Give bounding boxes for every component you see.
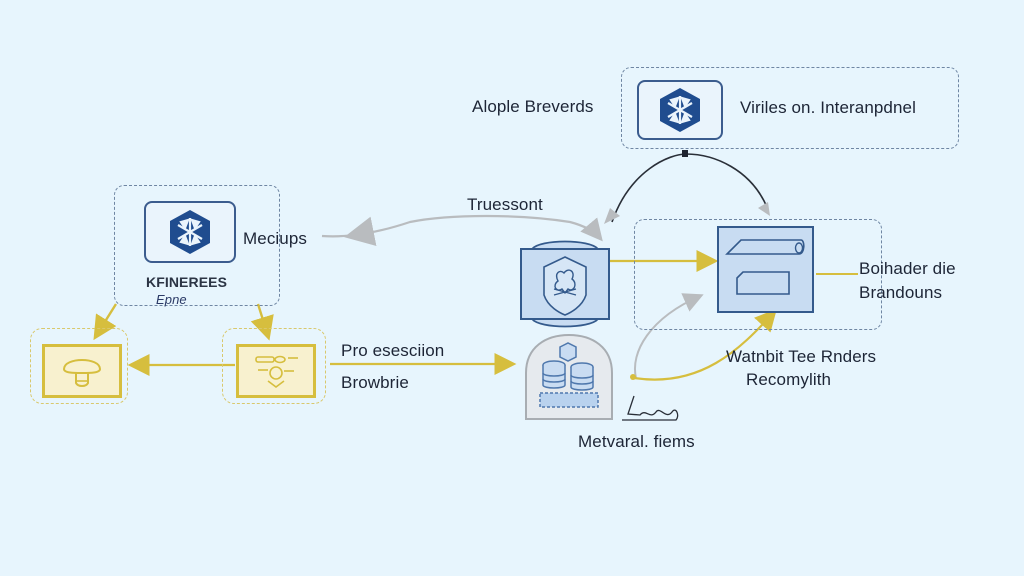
curve-node-dot xyxy=(630,374,636,380)
top-group-label: Viriles on. Interanpdnel xyxy=(740,98,916,117)
form-person-icon xyxy=(255,355,298,388)
mushroom-node[interactable] xyxy=(42,344,122,398)
shield-icon xyxy=(543,256,587,316)
form-node-group[interactable] xyxy=(222,328,326,404)
shield-node-shape xyxy=(520,240,610,328)
browser-window-icon xyxy=(725,239,805,295)
scribble-mark xyxy=(622,395,679,421)
connector-left-group-to-form xyxy=(250,303,274,341)
arc-tick xyxy=(682,150,688,157)
database-cluster-icon xyxy=(539,342,599,408)
top-logo-box[interactable] xyxy=(637,80,723,140)
left-group-subcaption: Epne xyxy=(156,292,187,307)
hexagon-network-icon xyxy=(170,210,210,254)
connector-yellow-curve xyxy=(633,308,777,381)
browse-label: Browbrie xyxy=(341,373,409,392)
bottom-right-label-2: Recomylith xyxy=(746,370,832,389)
arc-arrow-left xyxy=(604,208,620,224)
left-logo-box[interactable] xyxy=(144,201,236,263)
connector-left-group-to-mushroom xyxy=(93,303,118,341)
trust-label: Truessont xyxy=(467,195,543,214)
connector-arrow-back xyxy=(344,216,377,247)
shield-node[interactable] xyxy=(520,235,610,333)
left-group-caption: KFINEREES xyxy=(146,274,228,290)
browser-window-node[interactable] xyxy=(717,226,814,313)
database-node[interactable] xyxy=(524,333,614,421)
arc-arrow-right xyxy=(758,202,770,216)
form-node[interactable] xyxy=(236,344,316,398)
mushroom-icon xyxy=(62,359,102,387)
diagram-title: Alople Breverds xyxy=(472,97,594,116)
right-group-label-2: Brandouns xyxy=(859,283,943,302)
mushroom-node-group[interactable] xyxy=(30,328,128,404)
process-label: Pro esesciion xyxy=(341,341,445,360)
connector-top-arc xyxy=(611,153,767,223)
hexagon-network-icon xyxy=(660,88,700,132)
left-group[interactable] xyxy=(114,185,280,306)
right-group-label-1: Boihader die xyxy=(859,259,956,278)
top-group[interactable] xyxy=(621,67,959,149)
left-group-side-label: Meciups xyxy=(243,229,308,248)
connector-gray-curve xyxy=(634,293,704,379)
database-node-shape xyxy=(525,333,613,420)
bottom-right-label-1: Watnbit Tee Rnders xyxy=(726,347,877,366)
metrics-label: Metvaral. fiems xyxy=(578,432,695,451)
right-group[interactable] xyxy=(634,219,882,330)
